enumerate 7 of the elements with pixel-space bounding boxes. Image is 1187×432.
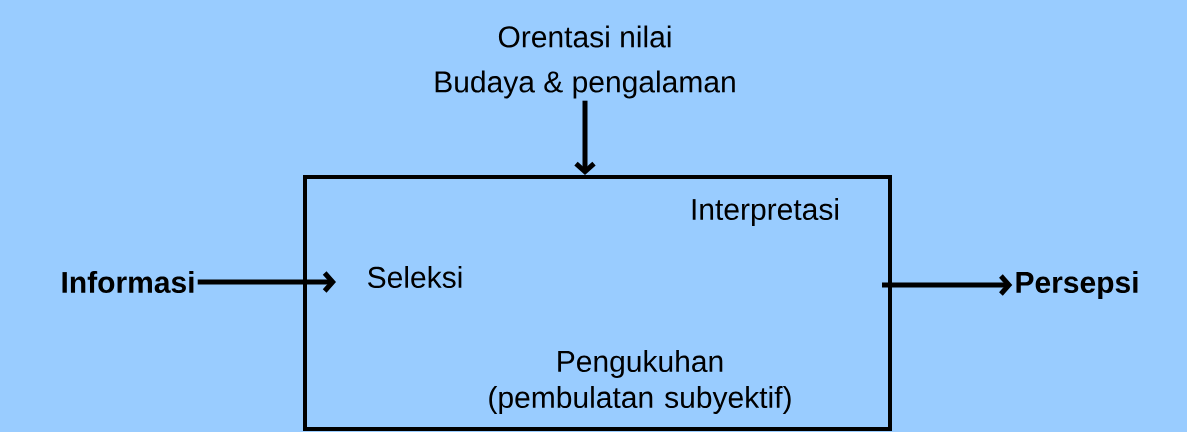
text-label: Informasi: [62, 271, 194, 294]
text-label: Persepsi: [1016, 271, 1138, 299]
arrow: [197, 271, 336, 293]
arrow: [574, 100, 596, 175]
process-box: Interpretasi Seleksi Pengukuhan (pembulatan subyektif): [303, 175, 892, 431]
text-label: Orentasi nilai Budaya & pengalaman: [435, 25, 735, 99]
arrow: [882, 274, 1013, 296]
